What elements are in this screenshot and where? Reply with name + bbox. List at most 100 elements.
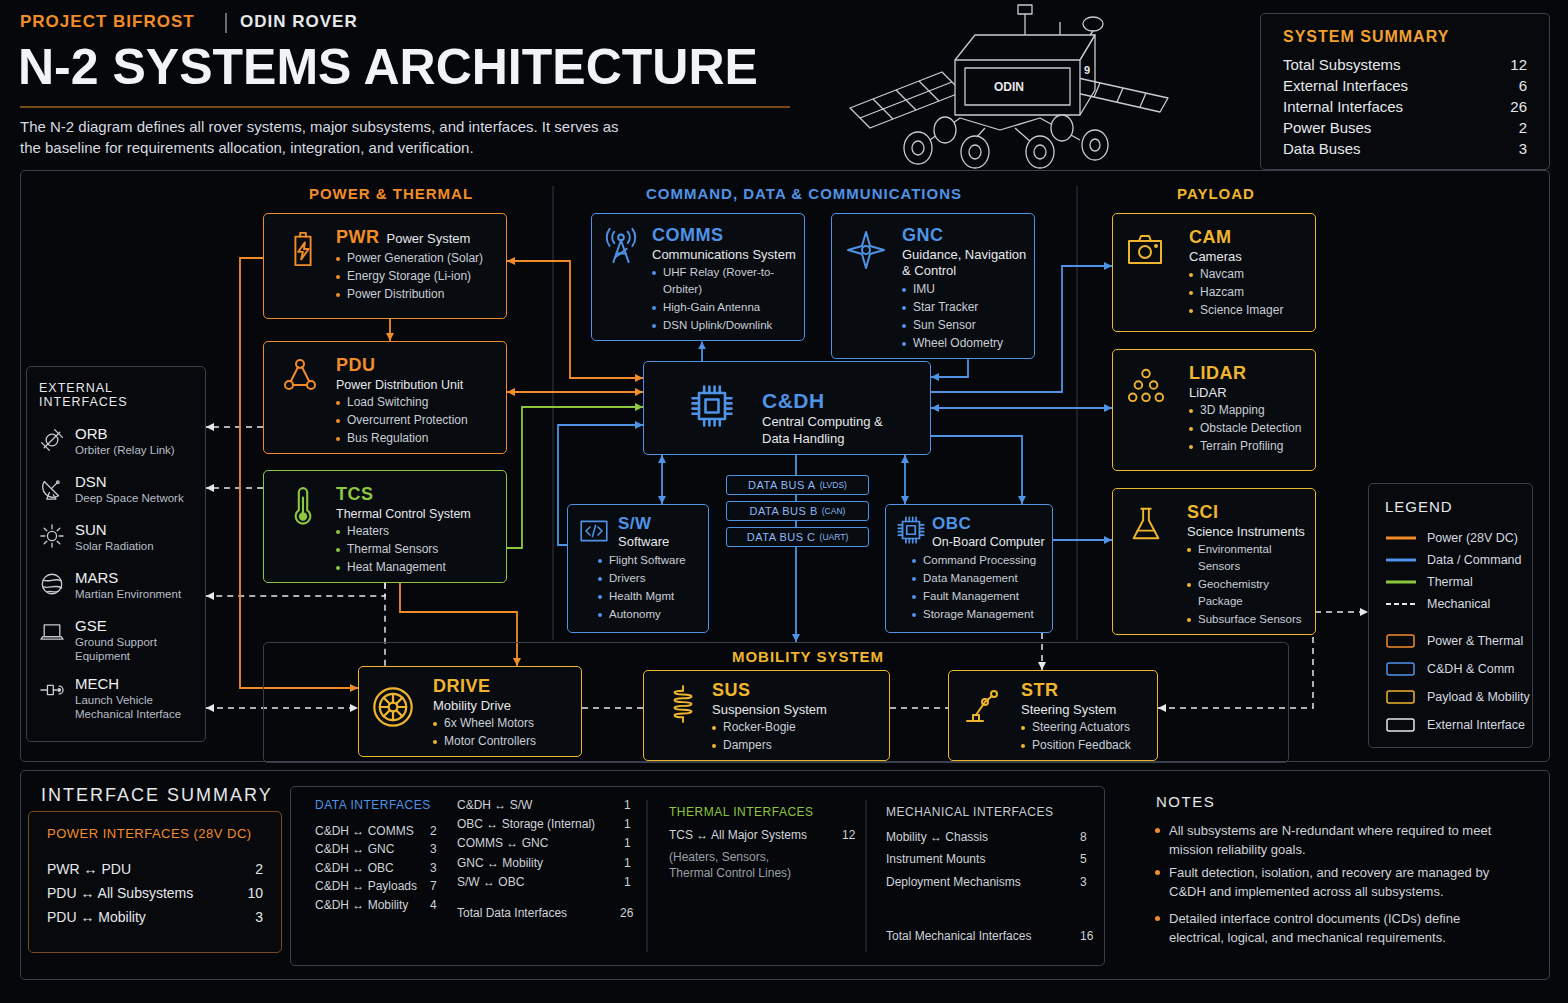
box-subtitle: Central Computing & Data Handling — [762, 414, 884, 448]
bullet-dot — [598, 559, 602, 563]
bullet-text: Terrain Profiling — [1200, 438, 1283, 455]
interface-row: GSEGround Support Equipment — [39, 617, 197, 663]
summary-panel: SYSTEM SUMMARYTotal Subsystems12External… — [1260, 13, 1550, 170]
box-title: S/W — [618, 513, 652, 534]
bullet-dot — [652, 271, 656, 275]
bus-name: DATA BUS B — [750, 505, 818, 517]
table-cell: 1 — [624, 856, 631, 870]
connector — [931, 407, 1112, 409]
bullet-dot — [712, 744, 716, 748]
icon — [39, 571, 65, 597]
heading: DATA INTERFACES — [315, 798, 431, 812]
bullet-row: Overcurrent Protection — [336, 412, 500, 429]
bullet-dot — [902, 324, 906, 328]
icon — [894, 513, 928, 547]
bullet-text: Obstacle Detection — [1200, 420, 1301, 437]
power-interface-table: POWER INTERFACES (28V DC)PWR ↔ PDU2PDU ↔… — [28, 811, 282, 953]
interface-table: DATA INTERFACESC&DH ↔ COMMS2C&DH ↔ GNC3C… — [290, 786, 1105, 966]
interface-name: MECH — [75, 675, 197, 693]
rover-illustration — [850, 5, 1168, 168]
bullet-row: Autonomy — [598, 606, 702, 623]
box-title: STR — [1021, 679, 1059, 702]
connector — [206, 487, 263, 489]
bullet-text: Thermal Sensors — [347, 541, 438, 558]
legend-panel: LEGENDPower (28V DC)Data / CommandTherma… — [1368, 483, 1533, 748]
interface-text: SUNSolar Radiation — [75, 521, 154, 553]
bullet-text: Rocker-Bogie — [723, 719, 796, 736]
bullet-row: Navcam — [1189, 266, 1309, 283]
header-divider — [225, 13, 227, 33]
table-cell: 1 — [624, 875, 631, 889]
bullet-text: Navcam — [1200, 266, 1244, 283]
icon — [284, 230, 322, 268]
bullet-row: Heat Management — [336, 559, 500, 576]
subsystem-box: C&DHCentral Computing & Data Handling — [643, 361, 931, 455]
bullet-row: High-Gain Antenna — [652, 299, 798, 316]
table-row: PDU ↔ All Subsystems10 — [47, 881, 263, 905]
bullet-row: Health Mgmt — [598, 588, 702, 605]
bullet-text: Environmental Sensors — [1198, 541, 1309, 575]
bullet-dot — [1187, 618, 1191, 622]
table-value: 3 — [255, 905, 263, 929]
table-value: 3 — [1519, 138, 1527, 159]
interface-name: ORB — [75, 425, 175, 443]
icon — [846, 230, 886, 270]
table-cell: External Interfaces — [1283, 75, 1408, 96]
table-row: Internal Interfaces26 — [1283, 96, 1527, 117]
table-cell: GNC ↔ Mobility — [457, 856, 543, 870]
interface-text: DSNDeep Space Network — [75, 473, 184, 505]
legend-title: LEGEND — [1385, 498, 1518, 515]
bullet-dot — [1187, 583, 1191, 587]
title: N-2 SYSTEMS ARCHITECTURE — [18, 40, 758, 95]
table-cell: 1 — [624, 817, 631, 831]
title-underline — [20, 106, 790, 107]
table-cell: C&DH ↔ COMMS — [315, 824, 414, 838]
connector — [904, 455, 906, 504]
connector — [384, 583, 386, 666]
external-panel: EXTERNAL INTERFACESORBOrbiter (Relay Lin… — [26, 366, 206, 742]
box-header: PDUPower Distribution Unit — [336, 354, 500, 393]
bullet-dot — [433, 740, 437, 744]
subsystem-box: S/WSoftwareFlight SoftwareDriversHealth … — [567, 504, 709, 633]
box-header: PWRPower System — [336, 226, 500, 249]
interface-name: MARS — [75, 569, 181, 587]
interface-row: SUNSolar Radiation — [39, 521, 197, 557]
bullet-dot — [1155, 828, 1160, 833]
subsystem-box: STRSteering SystemSteering ActuatorsPosi… — [948, 670, 1158, 761]
table-cell: S/W ↔ OBC — [457, 875, 524, 889]
box-title: TCS — [336, 483, 374, 506]
bullet-text: Power Generation (Solar) — [347, 250, 483, 267]
table-cell: Total Subsystems — [1283, 54, 1401, 75]
bullet-dot — [598, 595, 602, 599]
bullet-text: Steering Actuators — [1032, 719, 1130, 736]
box-title: PWR — [336, 226, 380, 249]
bullet-dot — [902, 342, 906, 346]
bus-box: DATA BUS B(CAN) — [726, 501, 869, 521]
box-subtitle: Communications System — [652, 247, 798, 264]
box-subtitle: Power Distribution Unit — [336, 377, 463, 393]
bullet-row: Thermal Sensors — [336, 541, 500, 558]
bullet-row: Power Generation (Solar) — [336, 250, 500, 267]
bullet-dot — [912, 577, 916, 581]
heading: NOTES — [1156, 793, 1215, 810]
heading: (Heaters, Sensors, Thermal Control Lines… — [669, 849, 799, 881]
subsystem-box: DRIVEMobility Drive6x Wheel MotorsMotor … — [358, 666, 582, 757]
table-cell: 12 — [842, 828, 855, 842]
icon — [961, 685, 1001, 725]
table-cell: C&DH ↔ GNC — [315, 842, 394, 856]
box-title: GNC — [902, 224, 944, 247]
bullet-dot — [598, 577, 602, 581]
interface-name: DSN — [75, 473, 184, 491]
table-value: 2 — [1519, 117, 1527, 138]
connector — [795, 547, 797, 642]
bullet-text: Star Tracker — [913, 299, 978, 316]
connector — [661, 455, 663, 504]
subsystem-box: TCSThermal Control SystemHeatersThermal … — [263, 470, 507, 583]
heading: POWER & THERMAL — [309, 185, 473, 202]
main-panel: POWER & THERMALCOMMAND, DATA & COMMUNICA… — [20, 170, 1550, 762]
box-subtitle: Cameras — [1189, 249, 1309, 266]
bullet-row: Wheel Odometry — [902, 335, 1028, 352]
box-title: C&DH — [762, 388, 825, 414]
box-subtitle: LiDAR — [1189, 385, 1309, 402]
legend-row: Data / Command — [1385, 549, 1518, 571]
